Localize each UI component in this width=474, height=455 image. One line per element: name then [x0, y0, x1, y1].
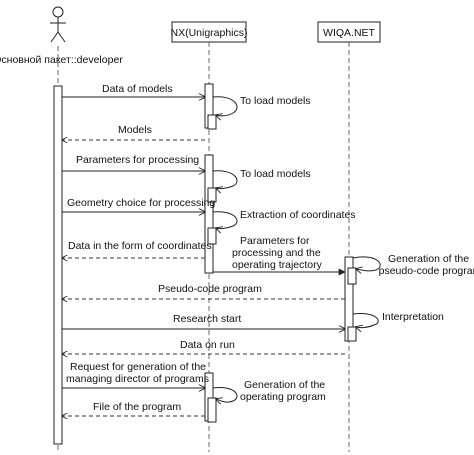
- wiqa-activation-nested-b: [347, 326, 357, 342]
- wiqa-activation-nested-a: [347, 267, 357, 285]
- message-data-on-run: Data on run: [62, 339, 345, 354]
- nx-activation-2-nested-b: [207, 227, 217, 245]
- stick-figure-icon: [50, 6, 66, 43]
- developer-actor-label: Основной пакет::developer: [0, 54, 123, 66]
- message-label: Models: [118, 124, 152, 136]
- message-label: Data in the form of coordinates: [68, 240, 212, 252]
- message-file-of-program: File of the program: [62, 401, 205, 416]
- self-call-load-models-1: To load models: [212, 95, 311, 116]
- message-parameters-for-processing: Parameters for processing: [62, 154, 205, 171]
- developer-actor: Основной пакет::developer: [0, 6, 123, 66]
- message-label: Geometry choice for processing: [67, 197, 215, 209]
- self-call-generation-operating: Generation of the operating program: [212, 379, 328, 403]
- message-label: Data of models: [102, 83, 173, 95]
- wiqa-actor-label: WIQA.NET: [323, 27, 376, 39]
- self-call-label: Generation of the operating program: [240, 379, 328, 403]
- wiqa-lifeline-head: WIQA.NET: [317, 21, 381, 43]
- nx-activation-1-nested: [207, 114, 217, 130]
- self-call-label: Interpretation: [382, 311, 444, 323]
- self-call-label: To load models: [240, 168, 311, 180]
- self-call-label: To load models: [240, 95, 311, 107]
- self-call-interpretation: Interpretation: [352, 311, 444, 328]
- message-research-start: Research start: [62, 313, 345, 329]
- message-label: File of the program: [93, 401, 181, 413]
- nx-activation-2-nested-a: [207, 187, 217, 203]
- message-data-coordinates: Data in the form of coordinates: [62, 240, 212, 258]
- self-call-label: Extraction of coordinates: [240, 209, 356, 221]
- message-label: Data on run: [180, 339, 235, 351]
- nx-activation-2: [204, 154, 214, 274]
- message-data-of-models: Data of models: [62, 83, 205, 97]
- message-label: Request for generation of the managing d…: [66, 361, 209, 385]
- nx-activation-3-nested: [207, 397, 217, 423]
- message-pseudo-code-program: Pseudo-code program: [62, 283, 345, 299]
- message-models: Models: [62, 124, 205, 140]
- developer-activation: [53, 85, 63, 445]
- message-label: Parameters for processing: [76, 154, 199, 166]
- message-label: Parameters for processing and the operat…: [232, 235, 324, 271]
- self-call-label: Generation of the pseudo-code program: [379, 253, 474, 277]
- message-label: Research start: [173, 313, 241, 325]
- self-call-generation-pseudo: Generation of the pseudo-code program: [352, 253, 474, 277]
- message-geometry-choice: Geometry choice for processing: [62, 197, 215, 212]
- message-request-generation: Request for generation of the managing d…: [62, 361, 209, 388]
- nx-lifeline-head: NX(Unigraphics): [170, 21, 248, 43]
- nx-actor-label: NX(Unigraphics): [170, 27, 247, 39]
- self-call-extraction: Extraction of coordinates: [212, 209, 356, 229]
- message-params-trajectory: Parameters for processing and the operat…: [213, 235, 346, 276]
- message-label: Pseudo-code program: [158, 283, 262, 295]
- self-call-load-models-2: To load models: [212, 168, 311, 189]
